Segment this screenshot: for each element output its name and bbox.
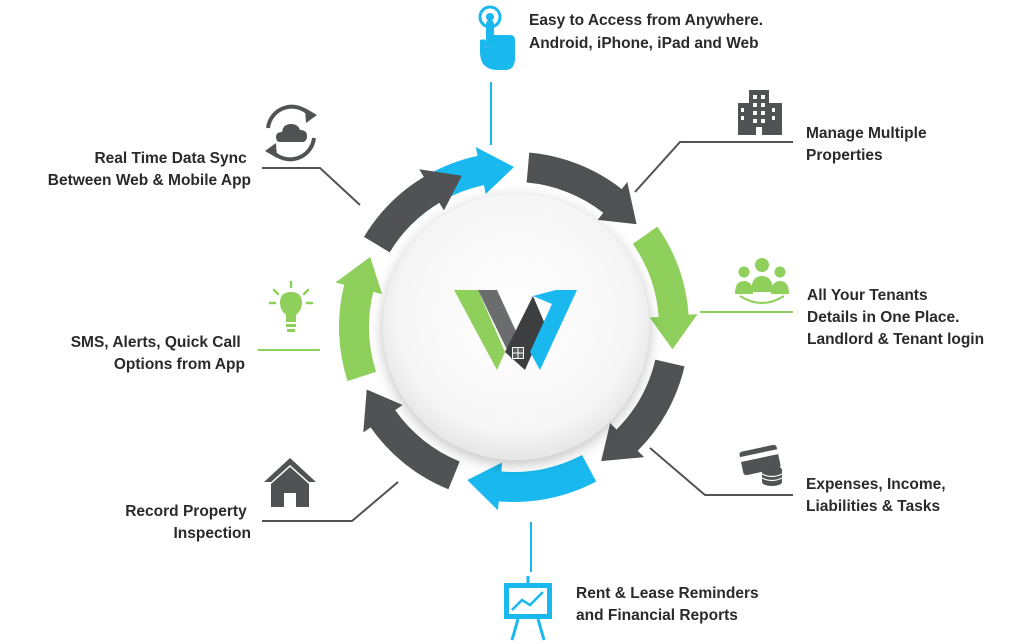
arrow-segment-expenses <box>601 359 685 462</box>
feature-sync-text: Real Time Data Sync Between Web & Mobile… <box>48 150 251 189</box>
house-icon <box>264 458 316 507</box>
arrow-segment-reminders <box>467 455 597 511</box>
lightbulb-icon <box>268 280 314 332</box>
building-icon <box>738 90 782 135</box>
feature-expenses-text: Expenses, Income, Liabilities & Tasks <box>806 476 950 515</box>
connector-properties <box>634 141 793 193</box>
arrow-segment-inspection <box>363 389 460 490</box>
feature-inspection-text: Record Property Inspection <box>125 503 251 542</box>
feature-sms-text: SMS, Alerts, Quick Call Options from App <box>71 334 245 373</box>
connector-inspection <box>262 481 399 522</box>
arrow-segment-sync <box>363 169 462 253</box>
connector-sync <box>262 167 361 206</box>
arrow-segment-tenants <box>632 226 698 350</box>
people-group-icon <box>735 258 789 304</box>
feature-access-text: Easy to Access from Anywhere. Android, i… <box>529 12 767 52</box>
center-hub <box>383 194 649 460</box>
arrow-segment-sms <box>335 256 383 382</box>
feature-properties-text: Manage Multiple Properties <box>806 125 931 164</box>
feature-tenants-text: All Your Tenants Details in One Place. L… <box>807 287 984 348</box>
presentation-chart-icon <box>504 576 552 641</box>
logo-mark <box>454 290 577 370</box>
connector-lines <box>258 82 793 572</box>
arrow-segment-properties <box>526 152 637 225</box>
cycle-ring <box>335 147 698 511</box>
credit-card-coins-icon <box>739 444 783 486</box>
connector-expenses <box>649 447 793 496</box>
touch-hand-icon <box>478 5 515 70</box>
feature-reminders-text: Rent & Lease Reminders and Financial Rep… <box>576 585 763 624</box>
cloud-sync-icon <box>265 104 317 162</box>
